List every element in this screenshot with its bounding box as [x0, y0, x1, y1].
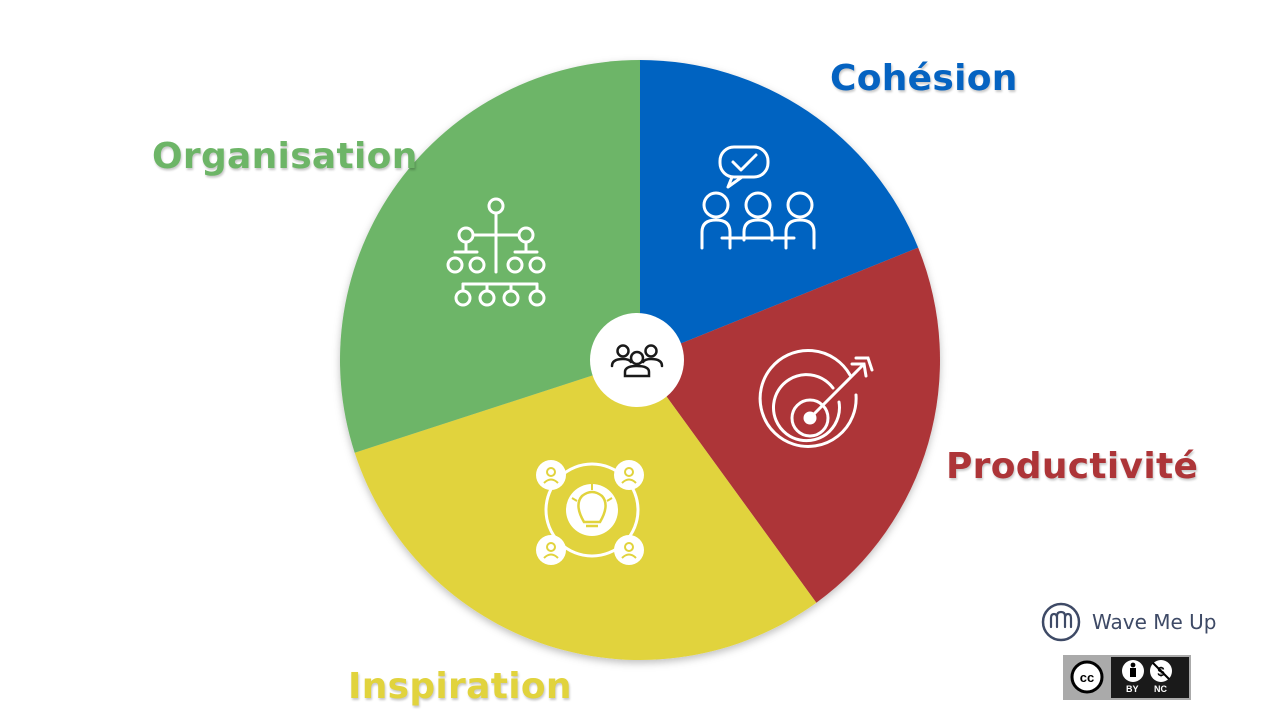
team-group-icon [610, 344, 664, 378]
license-nc-label: NC [1154, 684, 1167, 694]
cc-by-nc-icon: cc $ BY NC [1063, 655, 1191, 700]
license-by-label: BY [1126, 684, 1139, 694]
center-hub [590, 313, 684, 407]
segment-productivite [640, 247, 940, 603]
svg-text:cc: cc [1080, 670, 1094, 685]
segment-organisation [340, 60, 640, 453]
segment-cohesion [640, 60, 919, 360]
wave-logo-icon [1041, 602, 1081, 642]
label-cohesion: Cohésion [830, 58, 1018, 99]
label-productivite: Productivité [946, 446, 1199, 487]
brand-logo: Wave Me Up [1040, 600, 1217, 644]
label-organisation: Organisation [152, 136, 418, 177]
label-inspiration: Inspiration [348, 666, 572, 707]
target-arrow-icon [758, 348, 874, 448]
team-meeting-check-icon [700, 145, 816, 250]
org-chart-icon [446, 197, 546, 307]
brand-name: Wave Me Up [1092, 610, 1217, 634]
lightbulb-network-icon [536, 460, 644, 565]
